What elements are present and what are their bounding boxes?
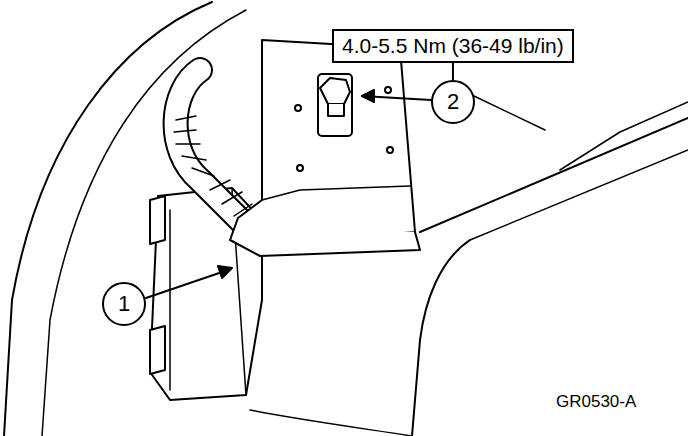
- bracket-hole: [295, 105, 301, 111]
- wire-harness: [176, 70, 250, 230]
- bolt-slot: [318, 74, 352, 136]
- figure-code: GR0530-A: [556, 392, 636, 412]
- bracket-flange: [230, 218, 420, 256]
- panel-edge: [412, 240, 470, 436]
- panel-edge: [250, 410, 412, 436]
- callout-number: 2: [447, 89, 459, 115]
- bracket-hole: [385, 87, 391, 93]
- harness-wrap: [174, 116, 252, 216]
- leader-line: [146, 270, 228, 298]
- panel-edge: [420, 118, 688, 232]
- torque-spec-box: 4.0-5.5 Nm (36-49 lb/in): [332, 29, 574, 63]
- leader-arrowhead: [362, 90, 374, 102]
- module-tab: [150, 196, 165, 374]
- torque-spec: 4.0-5.5 Nm (36-49 lb/in): [342, 34, 564, 57]
- callout-number: 2: [431, 80, 475, 124]
- callout-number: 1: [118, 291, 130, 317]
- mounting-bracket: [238, 40, 415, 238]
- callout-number: 1: [102, 282, 146, 326]
- leader-line: [474, 96, 545, 130]
- bolt-head: [320, 78, 350, 104]
- panel-edge: [560, 102, 688, 170]
- bolt-shank: [328, 104, 344, 116]
- bracket-hole: [387, 147, 393, 153]
- bracket-hole: [297, 165, 303, 171]
- leader-line: [452, 63, 453, 80]
- wire-harness: [176, 70, 250, 230]
- leader-arrowhead: [218, 266, 232, 278]
- bracket-edge: [262, 186, 410, 200]
- panel-edge: [470, 150, 688, 240]
